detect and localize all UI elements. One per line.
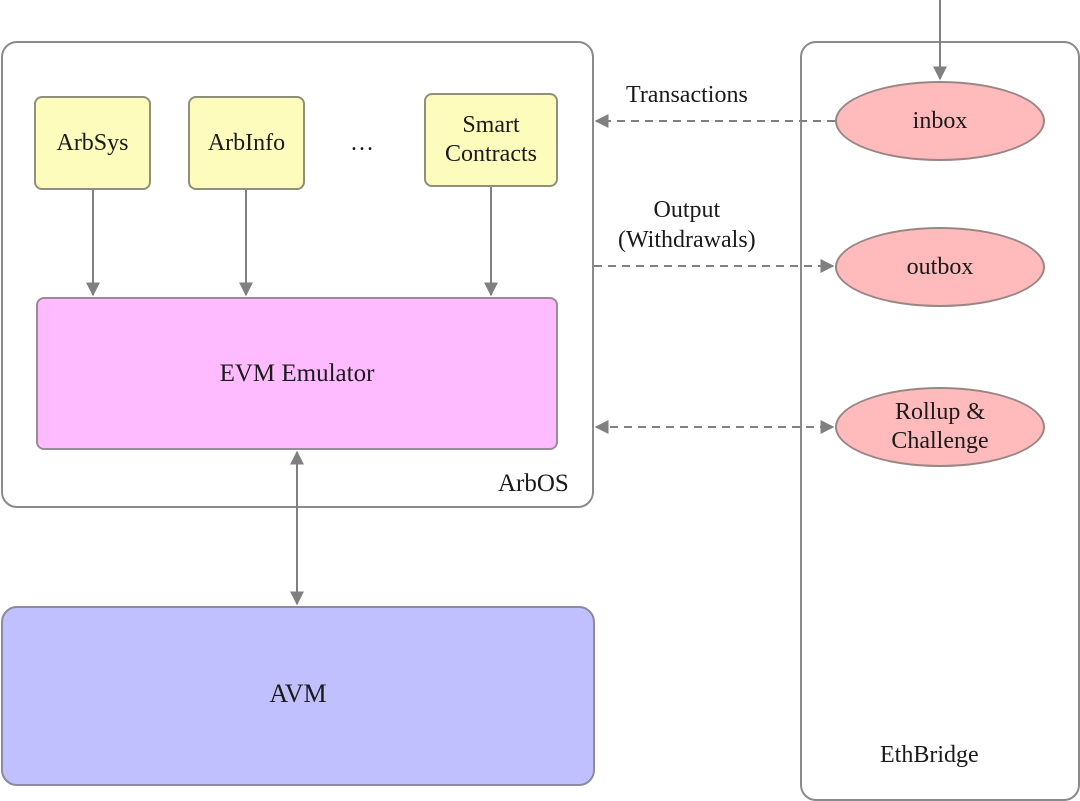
ellipsis-label: … xyxy=(350,130,374,156)
smart-contracts-box[interactable]: Smart Contracts xyxy=(424,93,558,187)
arbos-label: ArbOS xyxy=(498,470,569,497)
arbsys-box[interactable]: ArbSys xyxy=(34,96,151,190)
evm-emulator-label: EVM Emulator xyxy=(219,359,375,387)
arbinfo-label: ArbInfo xyxy=(207,129,286,156)
inbox-label: inbox xyxy=(912,107,968,134)
arbsys-label: ArbSys xyxy=(56,129,129,156)
rollup-challenge-node[interactable]: Rollup & Challenge xyxy=(835,387,1045,467)
avm-label: AVM xyxy=(269,679,327,708)
outbox-label: outbox xyxy=(906,253,974,280)
ethbridge-label: EthBridge xyxy=(880,742,979,768)
evm-emulator-box[interactable]: EVM Emulator xyxy=(36,297,558,450)
outbox-node[interactable]: outbox xyxy=(835,227,1045,307)
output-edge-label: Output (Withdrawals) xyxy=(618,197,756,253)
rollup-challenge-label: Rollup & Challenge xyxy=(891,399,989,454)
smart-contracts-label: Smart Contracts xyxy=(445,112,537,167)
arbinfo-box[interactable]: ArbInfo xyxy=(188,96,305,190)
transactions-edge-label: Transactions xyxy=(626,82,748,108)
avm-box[interactable]: AVM xyxy=(1,606,595,786)
inbox-node[interactable]: inbox xyxy=(835,81,1045,161)
